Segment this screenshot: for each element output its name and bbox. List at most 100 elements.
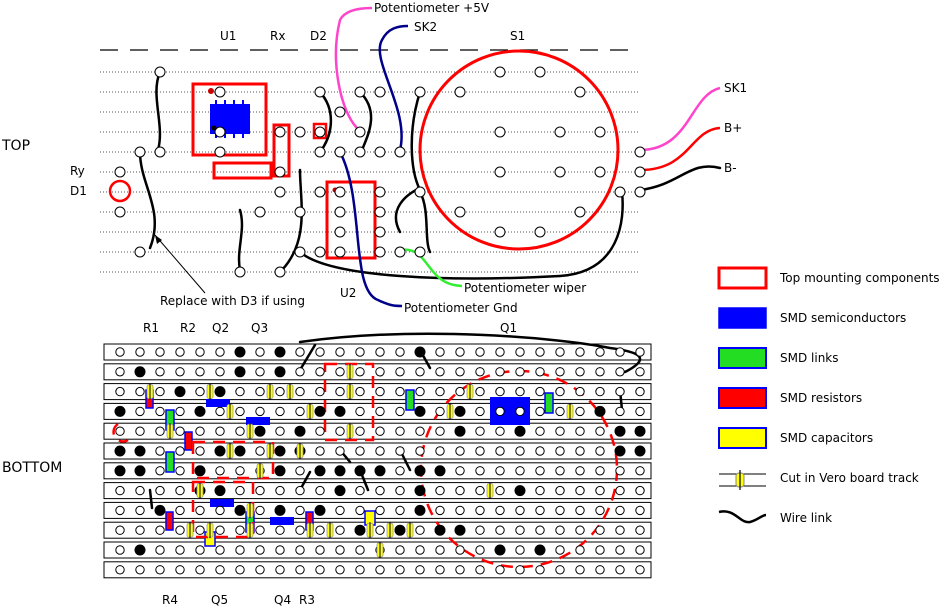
board-hole: [395, 446, 405, 456]
board-hole: [335, 525, 345, 535]
solder-joint: [154, 504, 166, 516]
d2-outline: [312, 122, 328, 140]
board-hole: [195, 426, 205, 436]
wire-pot-5v: [334, 6, 373, 129]
board-hole: [395, 485, 405, 496]
wire-link: [148, 488, 154, 510]
u1-outline: [191, 82, 268, 157]
board-hole: [375, 426, 385, 436]
board-hole: [314, 186, 326, 198]
board-hole: [595, 367, 605, 377]
board-hole: [314, 246, 326, 258]
board-hole: [255, 525, 265, 535]
board-hole: [354, 146, 366, 158]
board-hole: [175, 367, 185, 377]
board-hole: [115, 485, 125, 496]
board-hole: [355, 386, 365, 397]
board-hole: [555, 426, 565, 436]
solder-joint: [454, 425, 466, 437]
board-hole: [155, 386, 165, 397]
board-hole: [135, 565, 145, 575]
solder-joint: [114, 405, 126, 417]
board-hole: [435, 446, 445, 456]
legend-swatch-smd-cap: [718, 427, 767, 449]
board-hole: [235, 545, 245, 555]
board-hole: [374, 206, 386, 218]
board-hole: [235, 386, 245, 397]
board-hole: [535, 485, 545, 496]
board-hole: [374, 146, 386, 158]
legend-swatch-top: [717, 266, 768, 290]
board-hole: [595, 565, 605, 575]
board-hole: [615, 525, 625, 535]
board-hole: [295, 485, 305, 496]
board-hole: [534, 66, 546, 78]
board-hole: [135, 525, 145, 535]
label-r3: R3: [299, 593, 315, 606]
board-hole: [235, 466, 245, 476]
solder-joint: [254, 425, 266, 437]
board-hole: [315, 545, 325, 555]
board-hole: [435, 505, 445, 516]
board-hole: [175, 446, 185, 456]
board-hole: [375, 446, 385, 456]
board-hole: [315, 426, 325, 436]
u1-lower-part-outline: [212, 161, 273, 180]
solder-joint: [454, 405, 466, 417]
board-hole: [135, 347, 145, 357]
board-hole: [395, 406, 405, 417]
legend-swatch-smd-res: [718, 387, 767, 409]
bottom-view: BOTTOM R1 R2 Q2 Q3 Q1 R4 Q5 Q4 R3: [2, 321, 652, 606]
board-hole: [495, 347, 505, 357]
board-hole: [435, 485, 445, 496]
board-hole: [635, 525, 645, 535]
board-hole: [575, 347, 585, 357]
solder-joint: [334, 485, 346, 497]
board-hole: [575, 525, 585, 535]
board-hole: [635, 485, 645, 496]
board-hole: [274, 186, 286, 198]
board-hole: [355, 406, 365, 417]
board-hole: [115, 565, 125, 575]
solder-joint: [614, 445, 626, 457]
board-hole: [615, 466, 625, 476]
board-hole: [395, 347, 405, 357]
board-hole: [175, 505, 185, 516]
track-cuts: [146, 363, 574, 558]
board-hole: [275, 426, 285, 436]
board-hole: [555, 466, 565, 476]
wire-link: [298, 343, 317, 372]
solder-joint: [194, 405, 206, 417]
board-hole: [214, 126, 226, 138]
solder-joint: [234, 366, 246, 378]
bottom-copper-strips: [103, 343, 652, 579]
board-hole: [554, 126, 566, 138]
board-hole: [375, 485, 385, 496]
solder-joint: [354, 524, 366, 536]
solder-joint: [314, 405, 326, 417]
board-hole: [355, 347, 365, 357]
board-hole: [115, 426, 125, 436]
smd-transistor-q5: [210, 499, 234, 507]
board-hole: [155, 446, 165, 456]
solder-joint: [314, 465, 326, 477]
board-hole: [255, 446, 265, 456]
label-s1: S1: [510, 29, 525, 43]
wire-link: [155, 70, 162, 152]
board-hole: [355, 545, 365, 555]
board-hole: [295, 565, 305, 575]
board-hole: [195, 505, 205, 516]
board-hole: [335, 565, 345, 575]
solder-joint: [414, 405, 426, 417]
board-hole: [435, 367, 445, 377]
label-d1: D1: [70, 184, 87, 198]
board-hole: [215, 545, 225, 555]
wire-pot-wiper: [399, 248, 463, 288]
board-hole: [615, 367, 625, 377]
board-hole: [295, 367, 305, 377]
board-hole: [175, 565, 185, 575]
board-hole: [475, 466, 485, 476]
board-hole: [394, 246, 406, 258]
board-hole: [115, 386, 125, 397]
